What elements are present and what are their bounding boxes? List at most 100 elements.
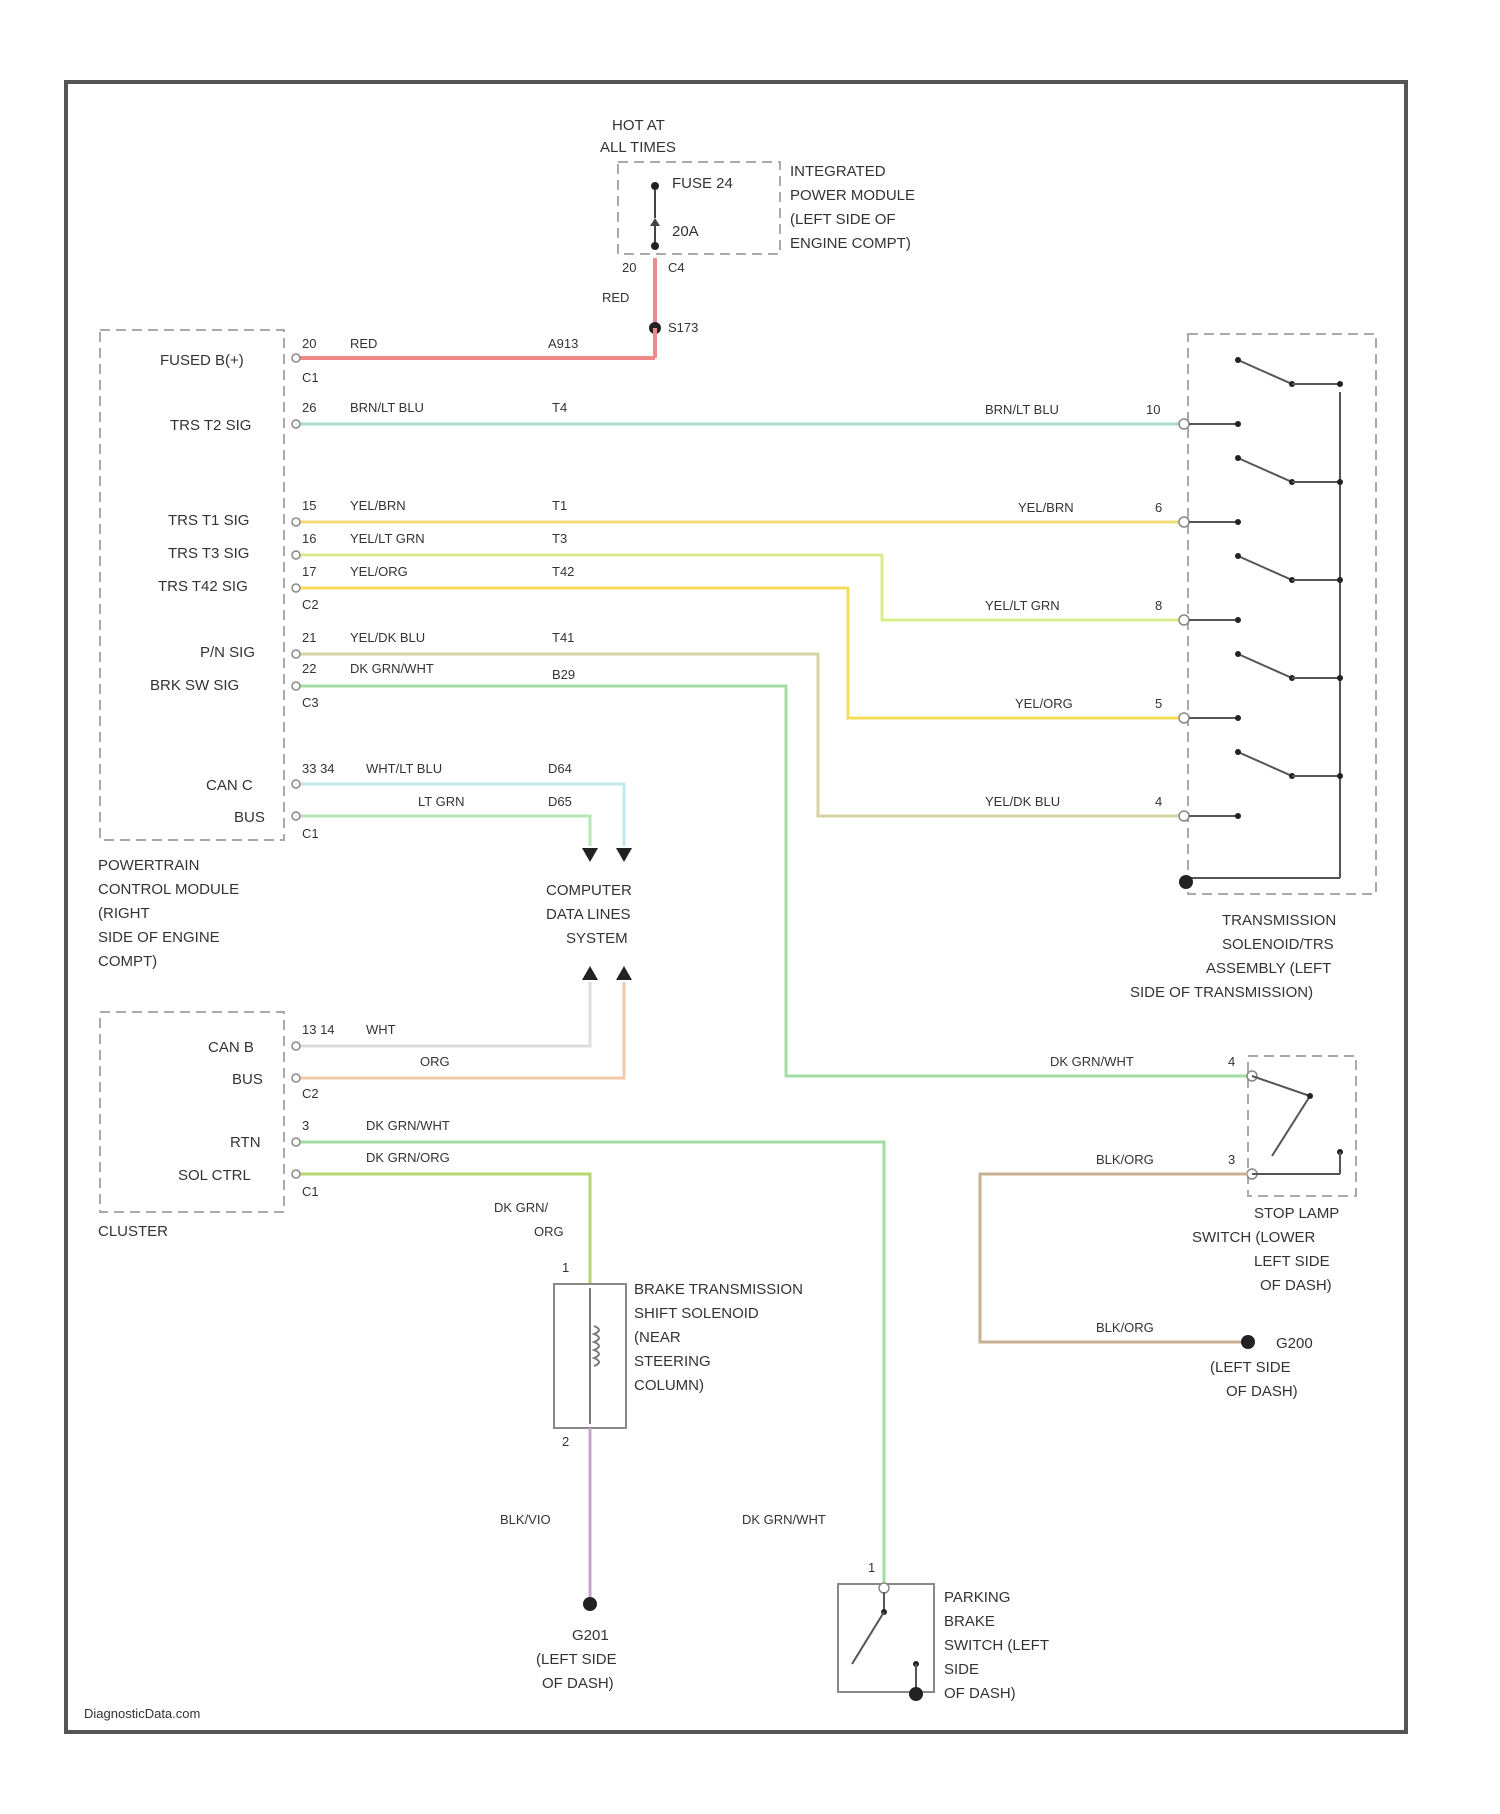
sol-pin-2: 2 <box>562 1434 569 1449</box>
wire-blk-org <box>980 1174 1248 1342</box>
pcm-pn-cav: 21 <box>302 630 316 645</box>
trs-w4-color: YEL/ORG <box>1015 696 1073 711</box>
trs-switch-3 <box>1179 553 1343 625</box>
trs-w2-color: YEL/BRN <box>1018 500 1074 515</box>
trs-switch-1 <box>1179 357 1343 429</box>
arrow-down-1 <box>582 848 598 862</box>
sol-name-3: (NEAR <box>634 1329 681 1346</box>
ipm-connector: C4 <box>668 260 685 275</box>
cluster-rtn: RTN <box>230 1134 261 1151</box>
stop-name-4: OF DASH) <box>1260 1277 1332 1294</box>
pcm-t1-circuit: T1 <box>552 498 567 513</box>
stop-name-3: LEFT SIDE <box>1254 1253 1330 1270</box>
hot-at-label: HOT AT <box>612 117 665 134</box>
pcm-trs-t1: TRS T1 SIG <box>168 512 249 529</box>
stop-ground-color: BLK/ORG <box>1096 1320 1154 1335</box>
trs-box <box>1188 334 1376 894</box>
ipm-label-1: INTEGRATED <box>790 163 886 180</box>
pcm-pn-circuit: T41 <box>552 630 574 645</box>
trs-name-2: SOLENOID/TRS <box>1222 936 1334 953</box>
trs-w1-pin: 10 <box>1146 402 1160 417</box>
stop-in-pin: 4 <box>1228 1054 1235 1069</box>
trs-w4-pin: 5 <box>1155 696 1162 711</box>
cluster-pin-markers <box>292 1042 300 1178</box>
footer-watermark: DiagnosticData.com <box>84 1706 200 1721</box>
pcm-t42-cav: 17 <box>302 564 316 579</box>
cluster-bus: BUS <box>232 1071 263 1088</box>
pcm-name-3: (RIGHT <box>98 905 150 922</box>
pcm-conn-c1b: C1 <box>302 826 319 841</box>
ground-g201-loc-1: (LEFT SIDE <box>536 1651 617 1668</box>
pcm-t3-circuit: T3 <box>552 531 567 546</box>
ground-g200-loc-1: (LEFT SIDE <box>1210 1359 1291 1376</box>
parking-brake-body <box>838 1584 934 1692</box>
pcm-canc-color-a: WHT/LT BLU <box>366 761 442 776</box>
ground-g201-loc-2: OF DASH) <box>542 1675 614 1692</box>
sol-in-color-b: ORG <box>534 1224 564 1239</box>
sol-name-1: BRAKE TRANSMISSION <box>634 1281 803 1298</box>
pcm-brk-circuit: B29 <box>552 667 575 682</box>
cluster-canb-color-b: ORG <box>420 1054 450 1069</box>
pcm-trs-t3: TRS T3 SIG <box>168 545 249 562</box>
stop-lamp-switch <box>1247 1071 1343 1179</box>
stop-out-pin: 3 <box>1228 1152 1235 1167</box>
fuse-symbol <box>650 182 660 250</box>
data-lines-2: DATA LINES <box>546 906 630 923</box>
pcm-t3-cav: 16 <box>302 531 316 546</box>
pcm-name-5: COMPT) <box>98 953 157 970</box>
pcm-t42-color: YEL/ORG <box>350 564 408 579</box>
ipm-label-3: (LEFT SIDE OF <box>790 211 896 228</box>
pcm-fused-b: FUSED B(+) <box>160 352 244 369</box>
splice-label: S173 <box>668 320 698 335</box>
wire-can-b-plus <box>296 982 590 1046</box>
pcm-canc-circuit-b: D65 <box>548 794 572 809</box>
pcm-canc-circuit-a: D64 <box>548 761 572 776</box>
trs-w2-pin: 6 <box>1155 500 1162 515</box>
pb-name-3: SWITCH (LEFT <box>944 1637 1049 1654</box>
trs-w3-pin: 8 <box>1155 598 1162 613</box>
wire-pn <box>296 654 1180 816</box>
pcm-t2-color: BRN/LT BLU <box>350 400 424 415</box>
pcm-conn-c2: C2 <box>302 597 319 612</box>
pcm-pin-markers <box>292 354 300 820</box>
wire-can-b-minus <box>296 982 624 1078</box>
pcm-fused-circuit: A913 <box>548 336 578 351</box>
pcm-pn: P/N SIG <box>200 644 255 661</box>
pcm-t42-circuit: T42 <box>552 564 574 579</box>
wire-brk <box>296 686 1248 1076</box>
pb-name-4: SIDE <box>944 1661 979 1678</box>
stop-name-2: SWITCH (LOWER <box>1192 1229 1315 1246</box>
trs-name-1: TRANSMISSION <box>1222 912 1336 929</box>
ground-g201-dot <box>583 1597 597 1611</box>
stop-name-1: STOP LAMP <box>1254 1205 1339 1222</box>
sol-in-color-a: DK GRN/ <box>494 1200 549 1215</box>
ground-g200-loc-2: OF DASH) <box>1226 1383 1298 1400</box>
pcm-can-c: CAN C <box>206 777 253 794</box>
ipm-label-4: ENGINE COMPT) <box>790 235 911 252</box>
pb-name-5: OF DASH) <box>944 1685 1016 1702</box>
cluster-sol-color: DK GRN/ORG <box>366 1150 450 1165</box>
pcm-brk: BRK SW SIG <box>150 677 239 694</box>
pcm-bus: BUS <box>234 809 265 826</box>
trs-name-3: ASSEMBLY (LEFT <box>1206 960 1331 977</box>
pb-wire-color: DK GRN/WHT <box>742 1512 826 1527</box>
data-lines-3: SYSTEM <box>566 930 628 947</box>
pcm-name-2: CONTROL MODULE <box>98 881 239 898</box>
arrow-down-2 <box>616 848 632 862</box>
cluster-name: CLUSTER <box>98 1223 168 1240</box>
arrow-up-1 <box>582 966 598 980</box>
trs-name-4: SIDE OF TRANSMISSION) <box>1130 984 1313 1001</box>
cluster-canb-cav: 13 14 <box>302 1022 335 1037</box>
cluster-can-b: CAN B <box>208 1039 254 1056</box>
trs-w1-color: BRN/LT BLU <box>985 402 1059 417</box>
trs-w5-color: YEL/DK BLU <box>985 794 1060 809</box>
sol-name-5: COLUMN) <box>634 1377 704 1394</box>
pcm-canc-color-b: LT GRN <box>418 794 464 809</box>
pcm-t2-cav: 26 <box>302 400 316 415</box>
trs-switch-5 <box>1179 749 1343 821</box>
cluster-canb-color-a: WHT <box>366 1022 396 1037</box>
pcm-trs-t42: TRS T42 SIG <box>158 578 248 595</box>
pcm-brk-cav: 22 <box>302 661 316 676</box>
sol-name-2: SHIFT SOLENOID <box>634 1305 759 1322</box>
pcm-t3-color: YEL/LT GRN <box>350 531 425 546</box>
